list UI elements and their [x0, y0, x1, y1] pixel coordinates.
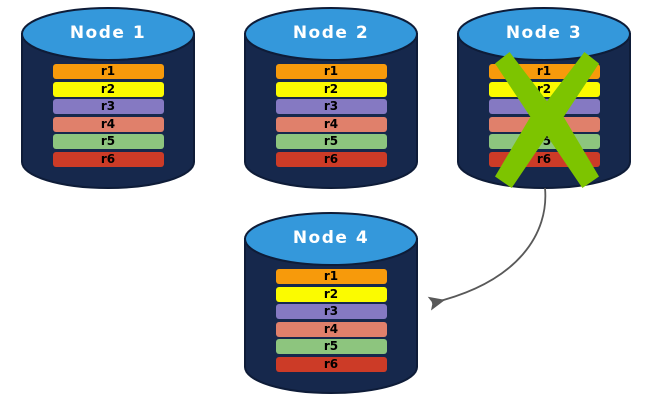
row-bar[interactable]: r3 — [488, 99, 600, 114]
row-bar[interactable]: r4 — [52, 116, 164, 132]
row-bar[interactable]: r4 — [275, 321, 387, 337]
cylinder-top-cap — [244, 7, 418, 61]
row-bar[interactable]: r4 — [275, 116, 387, 132]
row-bar[interactable]: r5 — [488, 134, 600, 149]
row-bar[interactable]: r6 — [275, 356, 387, 372]
row-bar[interactable]: r6 — [52, 151, 164, 167]
row-bar[interactable]: r3 — [275, 304, 387, 319]
row-bar[interactable]: r1 — [275, 269, 387, 284]
row-bar[interactable]: r2 — [52, 81, 164, 97]
row-stack: r1 r2 r3 r4 r5 r6 — [22, 64, 194, 169]
row-bar[interactable]: r5 — [275, 134, 387, 149]
row-stack: r1 r2 r3 r4 r5 r6 — [458, 64, 630, 169]
row-bar[interactable]: r5 — [275, 339, 387, 354]
row-stack: r1 r2 r3 r4 r5 r6 — [245, 269, 417, 374]
row-bar[interactable]: r2 — [275, 81, 387, 97]
row-bar[interactable]: r6 — [275, 151, 387, 167]
row-bar[interactable]: r2 — [488, 81, 600, 97]
row-bar[interactable]: r3 — [275, 99, 387, 114]
row-bar[interactable]: r1 — [275, 64, 387, 79]
cylinder-top-cap — [21, 7, 195, 61]
cylinder-top-cap — [244, 212, 418, 266]
row-bar[interactable]: r1 — [488, 64, 600, 79]
row-bar[interactable]: r4 — [488, 116, 600, 132]
row-bar[interactable]: r3 — [52, 99, 164, 114]
cylinder-top-cap — [457, 7, 631, 61]
row-stack: r1 r2 r3 r4 r5 r6 — [245, 64, 417, 169]
row-bar[interactable]: r6 — [488, 151, 600, 167]
row-bar[interactable]: r1 — [52, 64, 164, 79]
row-bar[interactable]: r2 — [275, 286, 387, 302]
row-bar[interactable]: r5 — [52, 134, 164, 149]
